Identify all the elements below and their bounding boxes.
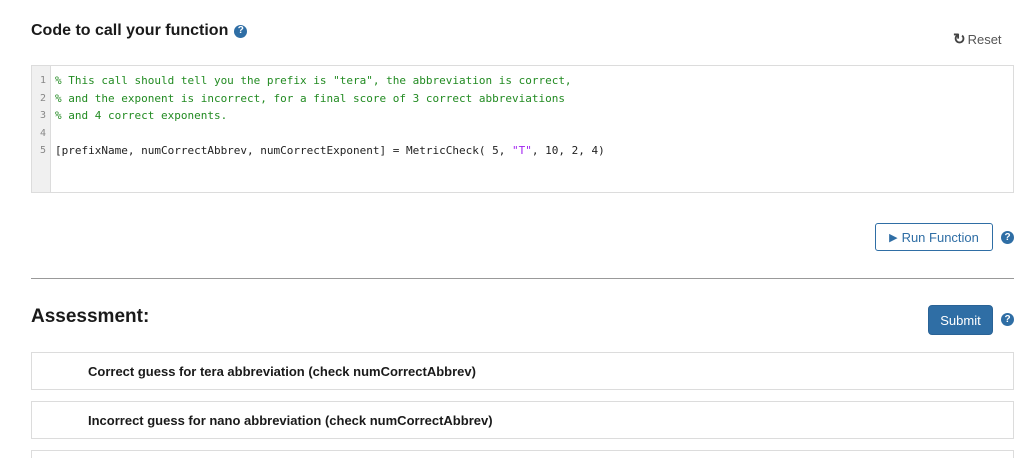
code-text: , 10, 2, 4)	[531, 144, 605, 157]
code-string-literal: "T"	[511, 144, 532, 157]
code-section-title: Code to call your function	[31, 22, 229, 39]
line-number: 2	[39, 92, 46, 104]
code-text-area[interactable]: % This call should tell you the prefix i…	[51, 66, 1013, 192]
question-circle-icon[interactable]: ?	[1001, 231, 1014, 244]
code-line-blank	[55, 125, 1013, 143]
code-editor[interactable]: 1 2 3 4 5 % This call should tell you th…	[31, 65, 1014, 193]
code-section-header: Code to call your function ?	[31, 22, 248, 40]
assessment-test-item[interactable]: Incorrect guess for nano abbreviation (c…	[31, 401, 1014, 439]
run-function-label: Run Function	[901, 229, 979, 245]
line-number: 4	[39, 127, 46, 139]
question-circle-icon[interactable]: ?	[1001, 313, 1014, 326]
question-circle-icon[interactable]: ?	[234, 24, 248, 38]
section-divider	[31, 278, 1014, 279]
line-number: 3	[39, 110, 46, 121]
assessment-test-item[interactable]	[31, 450, 1014, 458]
code-line-function-call: [prefixName, numCorrectAbbrev, numCorrec…	[55, 142, 1013, 160]
test-label: Incorrect guess for nano abbreviation (c…	[88, 412, 493, 428]
assessment-test-item[interactable]: Correct guess for tera abbreviation (che…	[31, 352, 1014, 390]
reset-label: Reset	[967, 31, 1002, 47]
line-number: 1	[39, 75, 46, 86]
code-line-comment: % This call should tell you the prefix i…	[55, 74, 572, 87]
reset-button[interactable]: ↺ Reset	[953, 30, 1002, 48]
test-label: Correct guess for tera abbreviation (che…	[88, 363, 476, 379]
assessment-title: Assessment:	[31, 306, 150, 327]
code-line-comment: % and 4 correct exponents.	[55, 109, 228, 122]
refresh-icon: ↺	[953, 31, 966, 48]
code-text: [prefixName, numCorrectAbbrev, numCorrec…	[55, 144, 512, 157]
play-icon: ▶	[889, 231, 898, 244]
submit-button[interactable]: Submit	[928, 305, 993, 335]
code-line-comment: % and the exponent is incorrect, for a f…	[55, 91, 565, 105]
line-number: 5	[39, 145, 46, 156]
line-number-gutter: 1 2 3 4 5	[32, 66, 51, 192]
run-function-button[interactable]: ▶ Run Function	[875, 223, 993, 251]
